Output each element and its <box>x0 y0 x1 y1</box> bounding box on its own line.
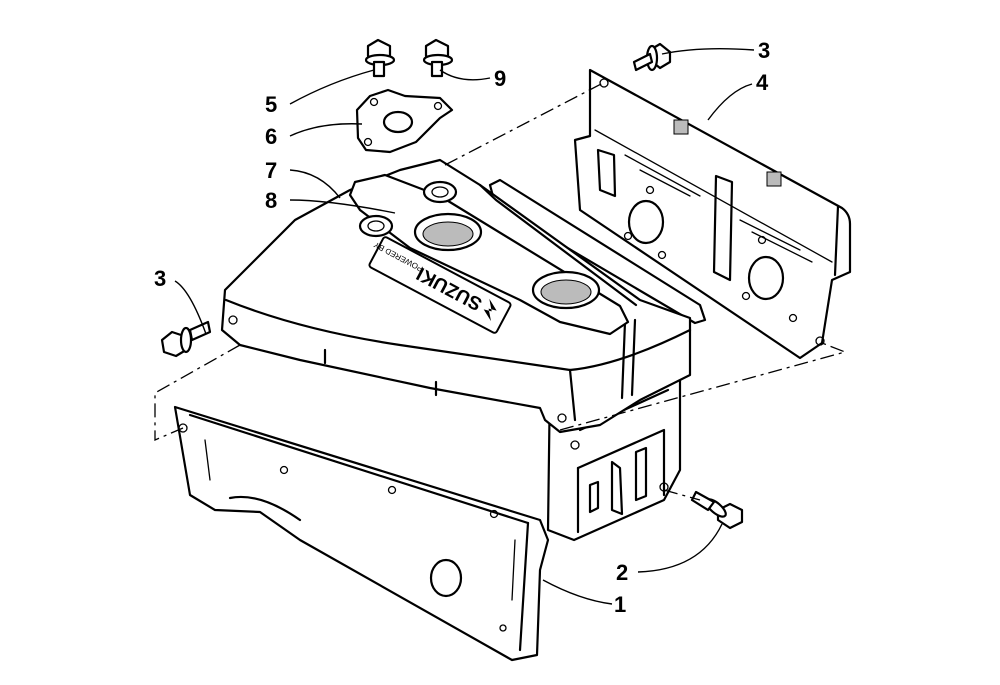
callout-3-upper: 3 <box>758 38 770 63</box>
bolt-5 <box>364 38 396 78</box>
bolt-2 <box>690 490 744 530</box>
callout-5: 5 <box>265 92 277 117</box>
leader-lines <box>174 47 755 605</box>
callout-1: 1 <box>614 592 626 617</box>
callout-4: 4 <box>756 70 769 95</box>
callout-3-left: 3 <box>154 266 166 291</box>
callout-labels: 1 2 3 3 4 5 6 7 8 9 <box>154 38 770 617</box>
callout-9: 9 <box>494 66 506 91</box>
bolt-3-left <box>160 320 212 358</box>
alignment-lines <box>154 82 848 501</box>
callout-2: 2 <box>616 560 628 585</box>
gasket-plate <box>355 88 454 154</box>
bolt-9 <box>422 38 454 78</box>
rear-mounting-plate <box>573 68 852 360</box>
callout-8: 8 <box>265 188 277 213</box>
callout-7: 7 <box>265 158 277 183</box>
bolt-3-upper <box>632 42 672 72</box>
lower-bracket <box>173 405 550 662</box>
callout-6: 6 <box>265 124 277 149</box>
suzuki-s-mark-icon <box>483 298 497 322</box>
